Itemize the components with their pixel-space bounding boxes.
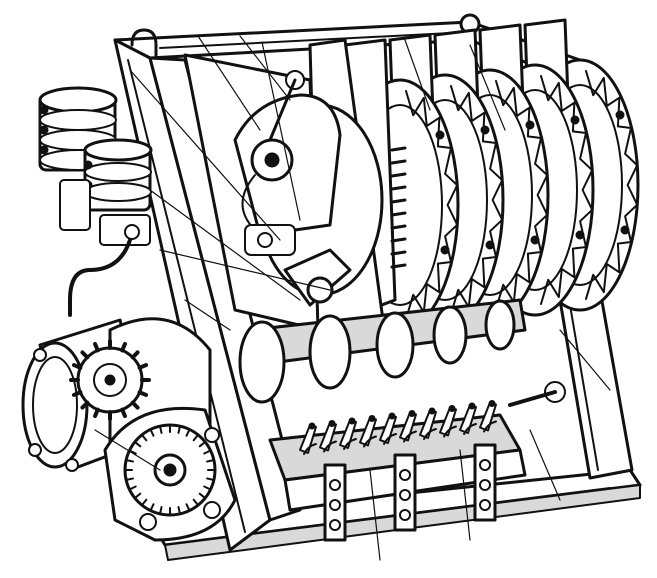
contact-finger-9 bbox=[459, 402, 477, 435]
contact-finger-10 bbox=[479, 400, 497, 433]
cam-mechanism bbox=[233, 70, 352, 307]
leader-line-2 bbox=[239, 35, 291, 101]
shaft-roller-5 bbox=[484, 299, 516, 351]
leader-line-11 bbox=[459, 449, 471, 541]
contact-finger-7 bbox=[419, 407, 437, 440]
terminal-clamps bbox=[323, 443, 497, 542]
leader-line-3 bbox=[261, 41, 301, 221]
contact-finger-6 bbox=[399, 410, 417, 443]
contact-finger-8 bbox=[439, 405, 457, 438]
right-frame-plate bbox=[508, 288, 634, 480]
contact-block bbox=[268, 400, 527, 542]
contact-fingers bbox=[299, 400, 497, 455]
shaft-roller-1 bbox=[238, 320, 286, 404]
reduction-gearbox bbox=[103, 406, 237, 542]
terminal-clamp-1 bbox=[323, 463, 347, 542]
drum-slots bbox=[390, 146, 407, 269]
contact-finger-2 bbox=[319, 420, 337, 453]
leader-line-12 bbox=[369, 469, 381, 561]
leader-line-9 bbox=[559, 329, 611, 391]
leader-line-7 bbox=[404, 39, 431, 111]
relay-coil-top bbox=[38, 86, 118, 114]
leader-line-1 bbox=[197, 35, 261, 131]
relay-assembly bbox=[38, 86, 153, 317]
leader-lines bbox=[94, 35, 611, 561]
terminal-clamp-3 bbox=[473, 443, 497, 522]
leader-line-13 bbox=[94, 429, 161, 471]
leader-line-5 bbox=[149, 189, 301, 301]
leader-line-4 bbox=[129, 69, 281, 241]
contact-finger-3 bbox=[339, 417, 357, 450]
relay-pipe bbox=[68, 238, 132, 317]
contact-finger-4 bbox=[359, 415, 377, 448]
contact-finger-1 bbox=[299, 422, 317, 455]
lifting-eye-left bbox=[130, 28, 158, 87]
terminal-clamp-2 bbox=[393, 453, 417, 532]
leader-line-10 bbox=[529, 429, 561, 501]
leader-line-14 bbox=[184, 299, 231, 331]
contact-finger-5 bbox=[379, 412, 397, 445]
cam-disc-stack bbox=[340, 18, 640, 332]
relay-coil-lower bbox=[83, 138, 153, 162]
shaft-end bbox=[508, 390, 557, 407]
leader-line-8 bbox=[469, 44, 506, 131]
leader-line-6 bbox=[159, 249, 331, 291]
gear-teeth bbox=[69, 339, 151, 421]
shaft-roller-2 bbox=[308, 314, 352, 390]
shaft-roller-4 bbox=[432, 305, 468, 365]
main-shaft bbox=[238, 298, 527, 404]
shaft-roller-3 bbox=[375, 311, 415, 379]
